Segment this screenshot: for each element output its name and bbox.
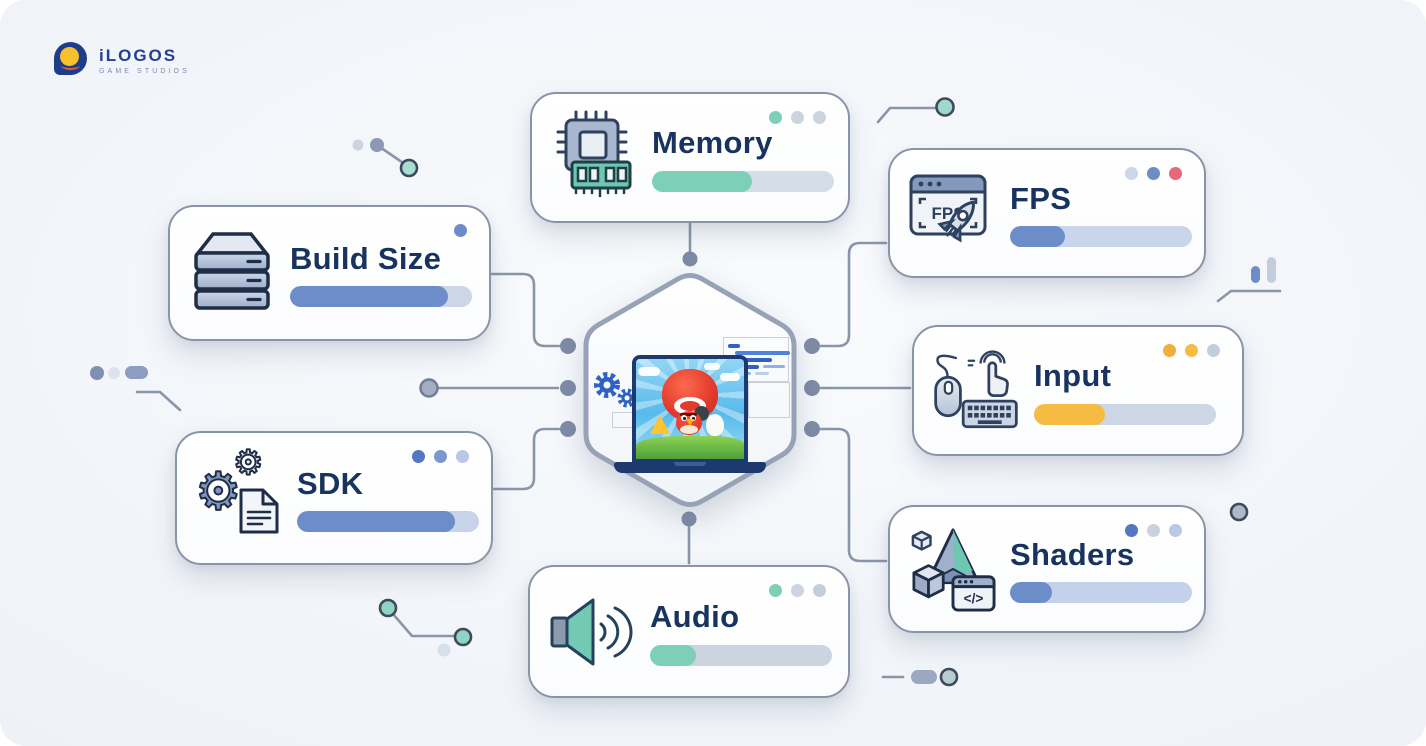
decor-line-top-right — [876, 106, 938, 124]
window-dots — [769, 584, 826, 597]
connector-build-size — [490, 272, 561, 348]
connector-shaders — [819, 427, 888, 563]
speaker-icon — [548, 582, 636, 682]
window-dot — [434, 450, 447, 463]
window-dot — [1169, 524, 1182, 537]
gear-icon: ⚙ — [232, 444, 265, 482]
card-title: Build Size — [290, 240, 442, 276]
progress-fill — [1034, 403, 1105, 425]
card-memory: Memory — [530, 92, 850, 223]
decor-line-left — [135, 390, 182, 412]
ilogos-logo-icon — [54, 42, 90, 78]
document-icon — [239, 488, 279, 534]
progress-track — [297, 511, 479, 533]
window-dot — [1125, 524, 1138, 537]
laptop-game-screen — [632, 355, 748, 463]
window-dot — [769, 111, 782, 124]
progress-track — [1010, 226, 1192, 248]
window-dots — [1163, 344, 1220, 357]
yellow-bird — [650, 415, 670, 434]
card-title: Input — [1034, 358, 1112, 394]
decor-line-bottom-left — [391, 612, 456, 638]
window-dot — [813, 111, 826, 124]
card-title: SDK — [297, 465, 364, 501]
decor-line-top-left — [375, 143, 411, 169]
gears-document-icon: ⚙ ⚙ — [194, 444, 283, 548]
wireframe-box-icon — [748, 382, 790, 418]
card-sdk: ⚙ ⚙ SDK — [175, 431, 493, 565]
fps-browser-rocket-icon: FPS — [908, 163, 996, 263]
connector-sdk — [490, 427, 561, 491]
window-dot — [454, 224, 467, 237]
progress-track — [290, 286, 472, 308]
card-shaders: </> Shaders — [888, 505, 1206, 633]
window-dots — [454, 224, 467, 237]
progress-track — [652, 170, 834, 192]
progress-fill — [290, 286, 449, 308]
progress-fill — [297, 511, 456, 533]
connector-fps — [819, 241, 888, 348]
card-build-size: Build Size — [168, 205, 491, 341]
blue-gears-icon — [594, 372, 637, 408]
logo-tagline: GAME STUDIOS — [99, 67, 190, 75]
logo-name: iLOGOS — [99, 45, 178, 65]
mouse-keyboard-touch-icon — [932, 341, 1020, 441]
progress-track — [1010, 582, 1192, 604]
storage-stack-icon — [188, 223, 276, 323]
card-title: Memory — [652, 125, 773, 161]
card-audio: Audio — [528, 565, 850, 698]
card-input: Input — [912, 325, 1244, 456]
window-dot — [1125, 167, 1138, 180]
progress-fill — [1010, 226, 1065, 248]
card-title: Shaders — [1010, 536, 1135, 572]
rocket-icon — [937, 200, 975, 243]
window-dot — [1185, 344, 1198, 357]
card-fps: FPS FPS — [888, 148, 1206, 278]
progress-fill — [652, 170, 753, 192]
window-dot — [1147, 167, 1160, 180]
memory-chip-icon — [550, 108, 638, 208]
decor-line-right — [1216, 289, 1282, 303]
progress-track — [650, 644, 832, 666]
progress-fill — [650, 644, 696, 666]
progress-fill — [1010, 582, 1052, 604]
laptop-base — [614, 462, 766, 473]
window-dots — [1125, 167, 1182, 180]
window-dot — [1169, 167, 1182, 180]
window-dots — [412, 450, 469, 463]
progress-track — [1034, 403, 1216, 425]
shapes-code-icon: </> — [908, 519, 996, 619]
window-dot — [1207, 344, 1220, 357]
white-bird — [706, 414, 724, 436]
window-dot — [813, 584, 826, 597]
window-dot — [1163, 344, 1176, 357]
card-title: Audio — [650, 599, 740, 635]
window-dots — [769, 111, 826, 124]
gear-icon: ⚙ — [194, 463, 243, 521]
logo: iLOGOS GAME STUDIOS — [54, 42, 190, 78]
svg-text:</>: </> — [964, 591, 984, 606]
window-dot — [769, 584, 782, 597]
card-title: FPS — [1010, 180, 1072, 216]
window-dot — [1147, 524, 1160, 537]
window-dot — [456, 450, 469, 463]
window-dot — [791, 584, 804, 597]
window-dots — [1125, 524, 1182, 537]
window-dot — [791, 111, 804, 124]
window-dot — [412, 450, 425, 463]
